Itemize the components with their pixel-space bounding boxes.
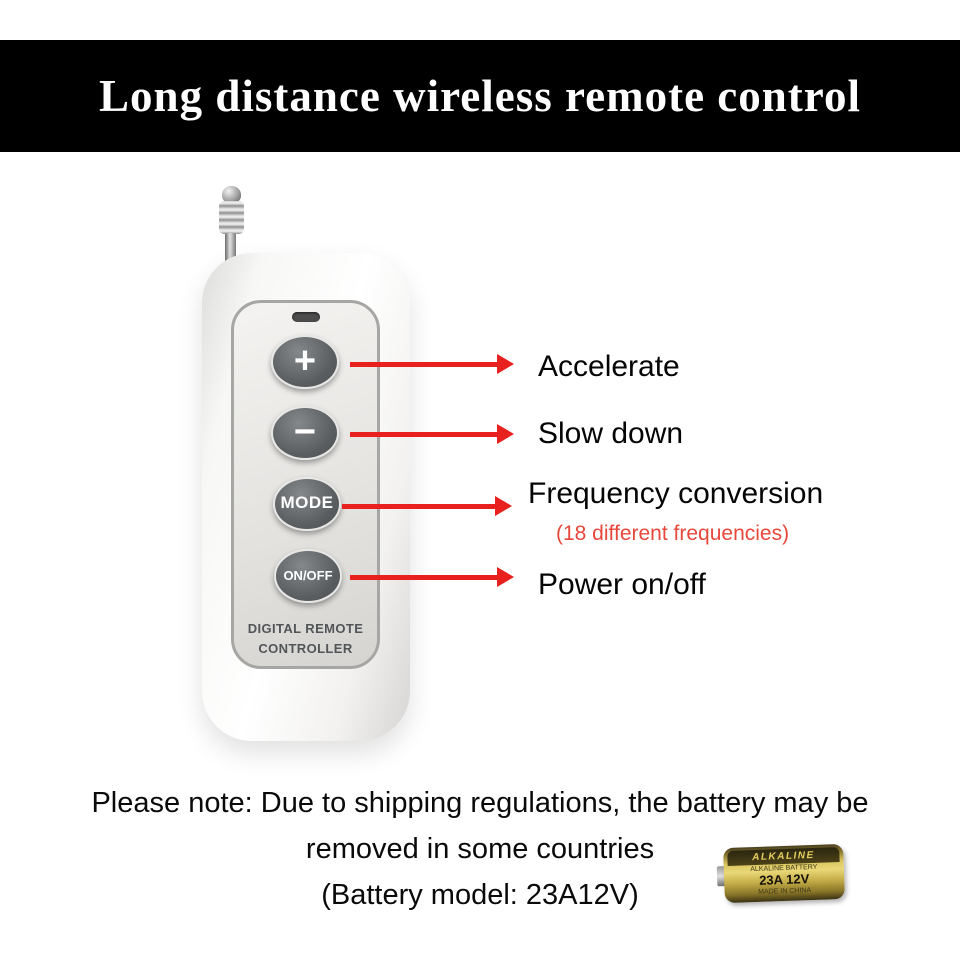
plus-button: +	[271, 335, 339, 389]
antenna-tip-icon	[222, 186, 241, 203]
minus-button-label: −	[293, 410, 317, 453]
battery-body: ALKALINE ALKALINE BATTERY 23A 12V MADE I…	[723, 843, 845, 904]
label-accelerate: Accelerate	[538, 350, 680, 383]
note-line-1: Please note: Due to shipping regulations…	[91, 787, 869, 819]
remote-button-panel: + − MODE ON/OFF DIGITAL REMOTE CONTROLLE…	[231, 300, 380, 669]
note-line-3: (Battery model: 23A12V)	[321, 879, 639, 911]
label-power-onoff: Power on/off	[538, 568, 706, 601]
brand-line-2: CONTROLLER	[258, 641, 353, 656]
remote-control: + − MODE ON/OFF DIGITAL REMOTE CONTROLLE…	[202, 253, 410, 741]
mode-button: MODE	[273, 477, 341, 531]
note-line-2: removed in some countries	[305, 833, 655, 865]
minus-button: −	[271, 406, 339, 460]
arrow-power-icon	[350, 567, 514, 587]
onoff-button-label: ON/OFF	[283, 567, 333, 583]
page-title: Long distance wireless remote control	[99, 71, 861, 121]
battery-image: ALKALINE ALKALINE BATTERY 23A 12V MADE I…	[716, 843, 845, 904]
mode-button-label: MODE	[280, 493, 334, 512]
led-indicator	[291, 312, 320, 322]
shipping-note: Please note: Due to shipping regulations…	[0, 780, 960, 918]
remote-brand-text: DIGITAL REMOTE CONTROLLER	[234, 619, 377, 659]
title-banner: Long distance wireless remote control	[0, 40, 960, 152]
plus-button-label: +	[293, 339, 317, 382]
label-frequencies-sub: (18 different frequencies)	[556, 522, 790, 545]
label-frequency-conversion: Frequency conversion	[528, 477, 824, 510]
arrow-accelerate-icon	[350, 354, 514, 374]
antenna-ribbed-section	[219, 201, 244, 234]
arrow-slow-down-icon	[350, 424, 514, 444]
label-slow-down: Slow down	[538, 417, 684, 450]
brand-line-1: DIGITAL REMOTE	[247, 621, 364, 636]
onoff-button: ON/OFF	[274, 549, 342, 603]
arrow-frequency-icon	[342, 496, 512, 516]
